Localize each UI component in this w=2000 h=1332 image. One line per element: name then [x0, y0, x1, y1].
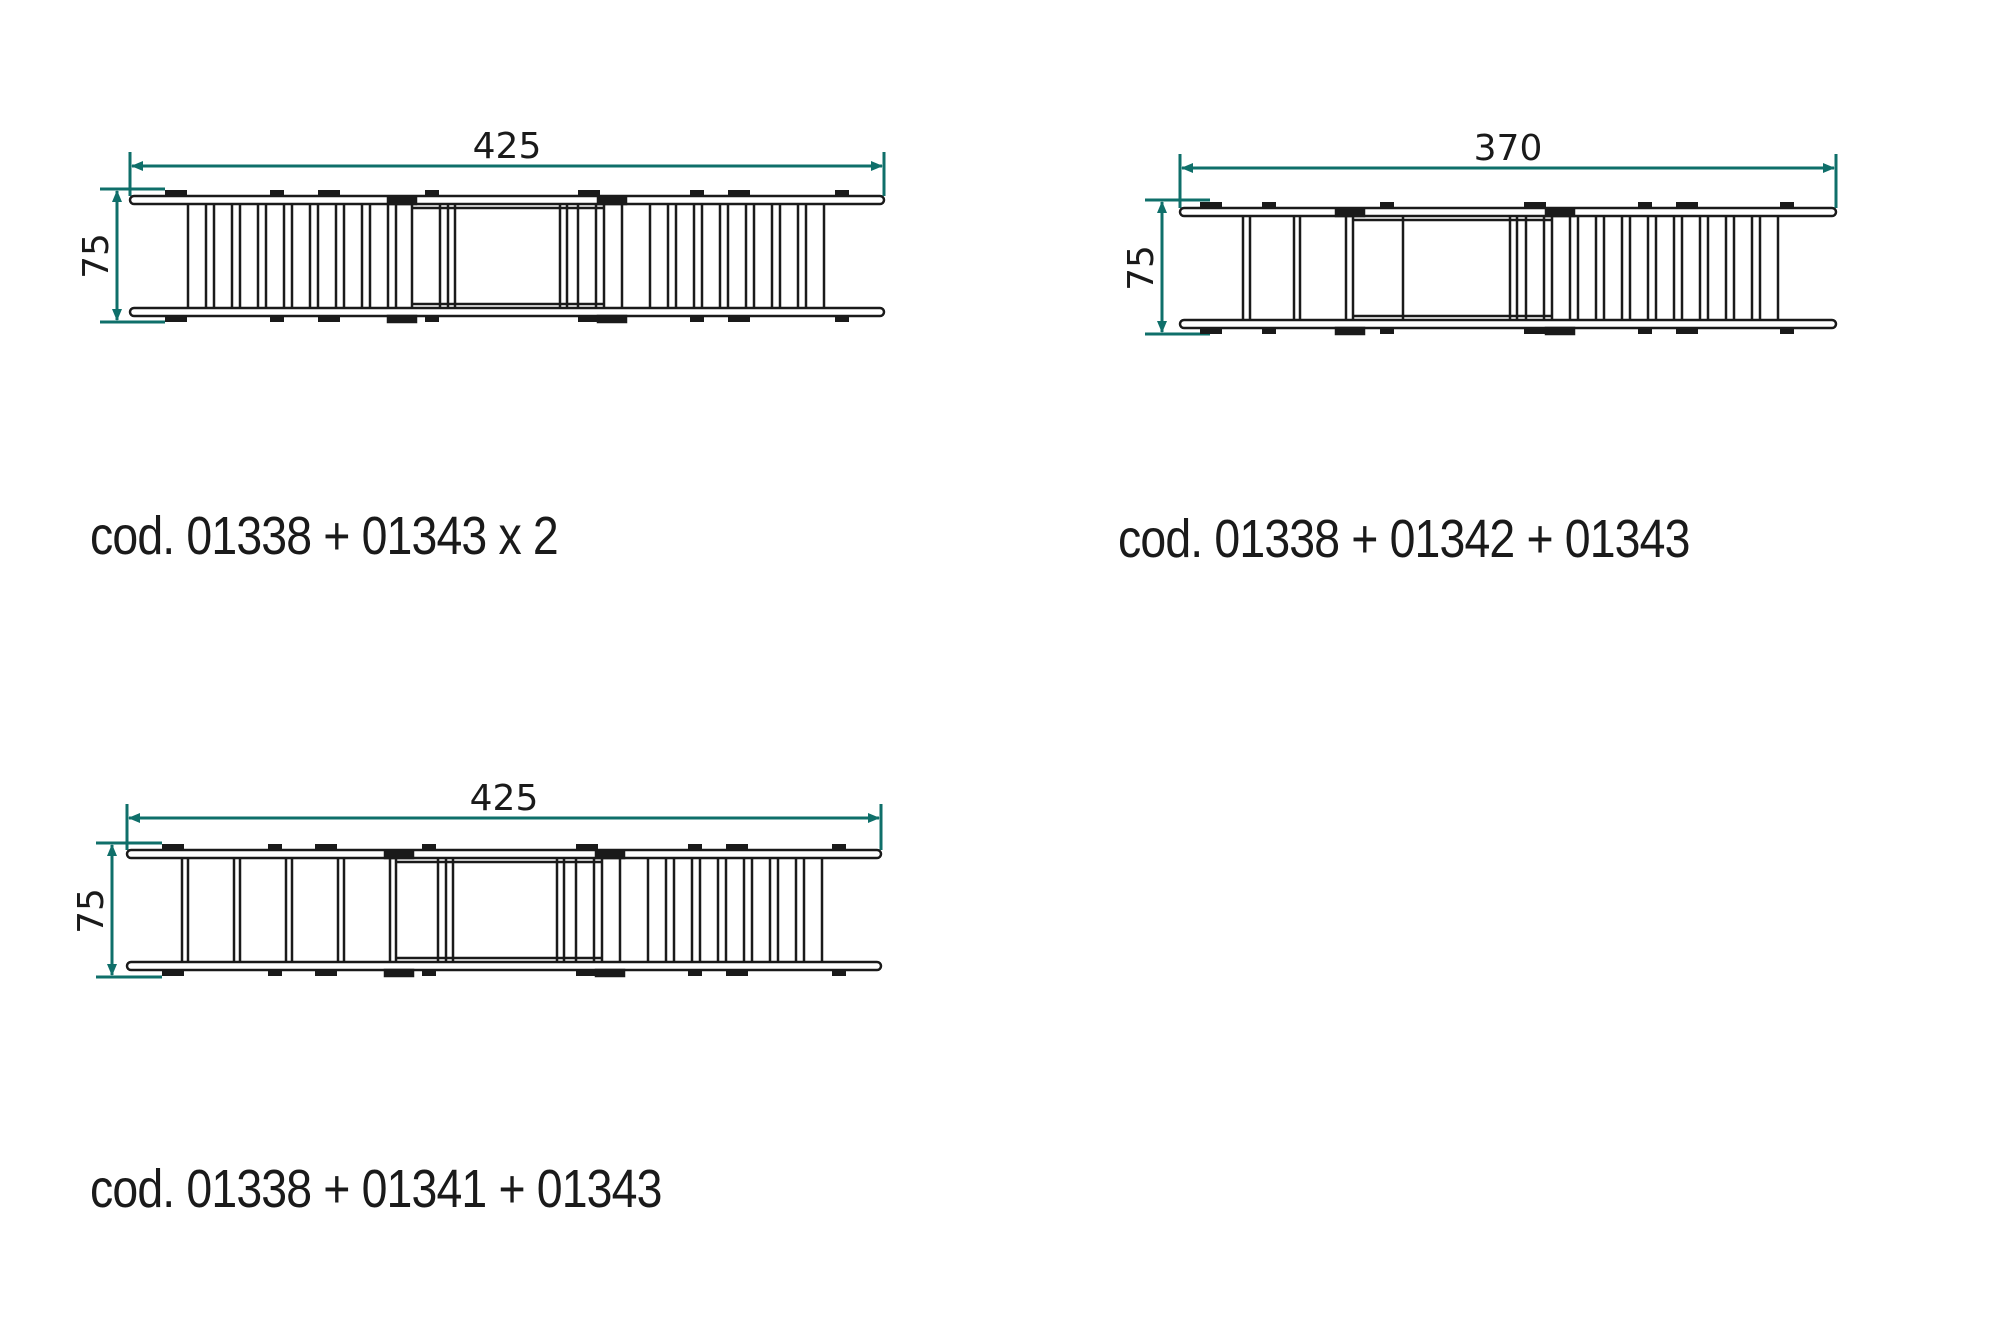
crossbars — [180, 858, 824, 962]
caption-assembly-1: cod. 01338 + 01343 x 2 — [90, 506, 559, 566]
height-dimension — [96, 841, 162, 979]
crossbars — [186, 204, 826, 308]
chain-pins — [162, 844, 846, 976]
crossbars — [1241, 216, 1780, 320]
caption-assembly-3: cod. 01338 + 01341 + 01343 — [90, 1159, 662, 1219]
chain-pins — [165, 190, 849, 322]
height-label: 75 — [1121, 245, 1162, 291]
connector-section — [383, 850, 626, 978]
chain-rails — [125, 848, 883, 972]
height-label: 75 — [76, 233, 117, 279]
height-dimension — [1145, 198, 1210, 336]
height-dimension — [100, 187, 165, 324]
chain-assembly-1: 425 75 — [76, 126, 886, 324]
height-label: 75 — [71, 888, 112, 934]
connector-section — [1334, 208, 1576, 336]
chain-rails — [128, 194, 886, 318]
chain-rails — [1178, 206, 1838, 330]
connector-section — [386, 196, 628, 324]
chain-assembly-3: 425 75 — [71, 778, 883, 979]
length-label: 425 — [470, 778, 539, 819]
length-label: 425 — [473, 126, 542, 167]
length-label: 370 — [1474, 128, 1543, 169]
chain-pins — [1200, 202, 1794, 334]
caption-assembly-2: cod. 01338 + 01342 + 01343 — [1118, 509, 1690, 569]
chain-assembly-2: 370 75 — [1121, 128, 1838, 336]
